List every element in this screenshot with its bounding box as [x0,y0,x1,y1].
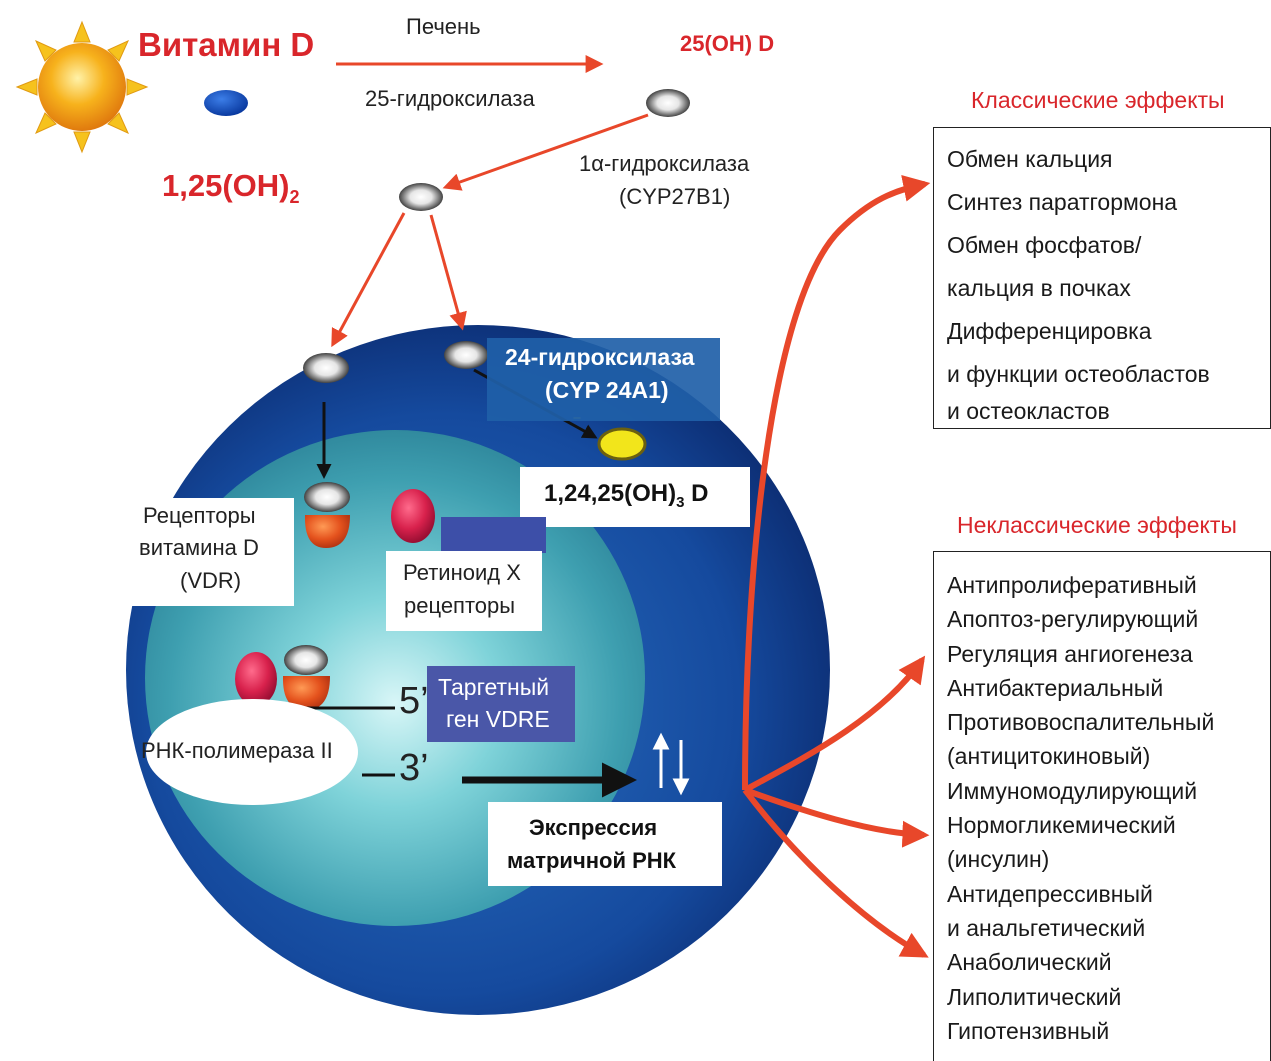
metabolite-box [520,467,750,527]
enzyme-24-box [487,338,720,421]
nonclassical-effects-box: Антипролиферативный Апоптоз-регулирующий… [933,551,1271,1061]
vitamin-d-molecule-icon [204,90,248,116]
arrow-1a-hydroxylase [442,113,649,191]
vdr-receptor-icon [304,482,350,548]
arrow-nonclassical-3 [742,788,929,958]
enzyme-25-label: 25-гидроксилаза [365,86,535,111]
target-gene-line1: Таргетный [438,674,550,700]
up-down-arrows-icon [652,732,690,796]
enzyme-1a-label-line1: 1α-гидроксилаза [579,151,750,176]
calcitriol-subscript: 2 [289,187,300,208]
metabolite-yellow-icon [597,427,647,461]
vdr-label-line3: (VDR) [180,568,242,593]
arrow-classical-effects [742,175,931,791]
rxr-label-box [386,551,542,631]
enzyme-24-label-line2: (CYP 24A1) [545,377,669,403]
nonclassical-effect-item: Иммуномодулирующий [947,777,1198,804]
arrow-nonclassical-1 [743,655,926,793]
vdr-label-line2: витамина D [139,535,259,560]
arrow-nonclassical-2 [743,787,930,848]
molecule-calcitriol-icon [399,183,443,211]
rna-polymerase-label: РНК-полимераза II [141,738,333,763]
metabolite-tail: D [684,480,709,507]
arrow-to-cytoplasm [331,212,406,348]
vdr-label-box [124,498,294,606]
classical-effect-item: Обмен фосфатов/ [947,232,1142,258]
expression-line1: Экспрессия [529,815,658,840]
arrow-to-enzyme24 [429,214,467,331]
liver-label: Печень [406,14,481,39]
molecule-cytoplasm-icon [303,353,349,383]
metabolite-label: 1,24,25(OH)3 D [544,480,708,511]
nonclassical-effect-item: Нормогликемический [947,812,1176,839]
metabolite-main: 1,24,25(OH) [544,480,677,507]
rxr-receptor-icon [391,489,435,543]
calcitriol-label: 1,25(OH)2 [162,168,300,208]
sun-icon [15,20,149,154]
nonclassical-effect-item: (инсулин) [947,846,1050,873]
classical-effect-item: Синтез паратгормона [947,189,1178,215]
three-prime-label: 3’ [399,747,429,789]
enzyme-24-label-line1: 24-гидроксилаза [505,344,695,370]
classical-effect-item: и остеокластов [947,398,1110,424]
rxr-label-box-accent [441,517,546,553]
target-gene-line2: ген VDRE [446,706,550,732]
rxr-label-line2: рецепторы [404,593,516,618]
enzyme-1a-label-line2: (CYP27B1) [619,184,731,209]
metabolite-subscript: 3 [676,493,685,511]
five-prime-label: 5’ [399,680,429,722]
calcitriol-main: 1,25(OH) [162,168,290,203]
molecule-enzyme24-icon [444,341,488,369]
classical-effects-box: Обмен кальция Синтез паратгормона Обмен … [933,127,1271,429]
molecule-25ohd-icon [646,89,690,117]
nonclassical-effects-title: Неклассические эффекты [957,512,1237,538]
classical-effect-item: Обмен кальция [947,146,1113,172]
classical-effect-item: кальция в почках [947,275,1131,301]
nonclassical-effect-item: и анальгетический [947,914,1146,941]
vitamin-d-label: Витамин D [138,26,315,63]
nonclassical-effect-item: Регуляция ангиогенеза [947,640,1193,667]
nonclassical-effect-item: Антибактериальный [947,674,1164,701]
nonclassical-effect-item: Анаболический [947,949,1112,976]
expression-box [488,802,722,886]
vdr-label-line1: Рецепторы [143,503,256,528]
rxr-label-line1: Ретиноид X [403,560,521,585]
vdr-rxr-complex-icon [235,645,330,710]
nonclassical-effect-item: Гипотензивный [947,1017,1110,1044]
nonclassical-effect-item: (антицитокиновый) [947,743,1151,770]
target-gene-box [427,666,575,742]
nonclassical-effect-item: Противовоспалительный [947,709,1215,736]
nonclassical-effect-item: Антидепрессивный [947,880,1153,907]
classical-effects-title: Классические эффекты [971,87,1225,113]
nonclassical-effect-item: Антипролиферативный [947,572,1197,598]
nonclassical-effect-item: Апоптоз-регулирующий [947,606,1199,633]
expression-line2: матричной РНК [507,848,677,873]
rna-polymerase-shape [146,699,358,805]
nonclassical-effect-item: Липолитический [947,983,1122,1010]
classical-effect-item: Дифференцировка [947,318,1152,344]
product-25ohd-label: 25(OH) D [680,31,775,56]
classical-effect-item: и функции остеобластов [947,361,1210,387]
